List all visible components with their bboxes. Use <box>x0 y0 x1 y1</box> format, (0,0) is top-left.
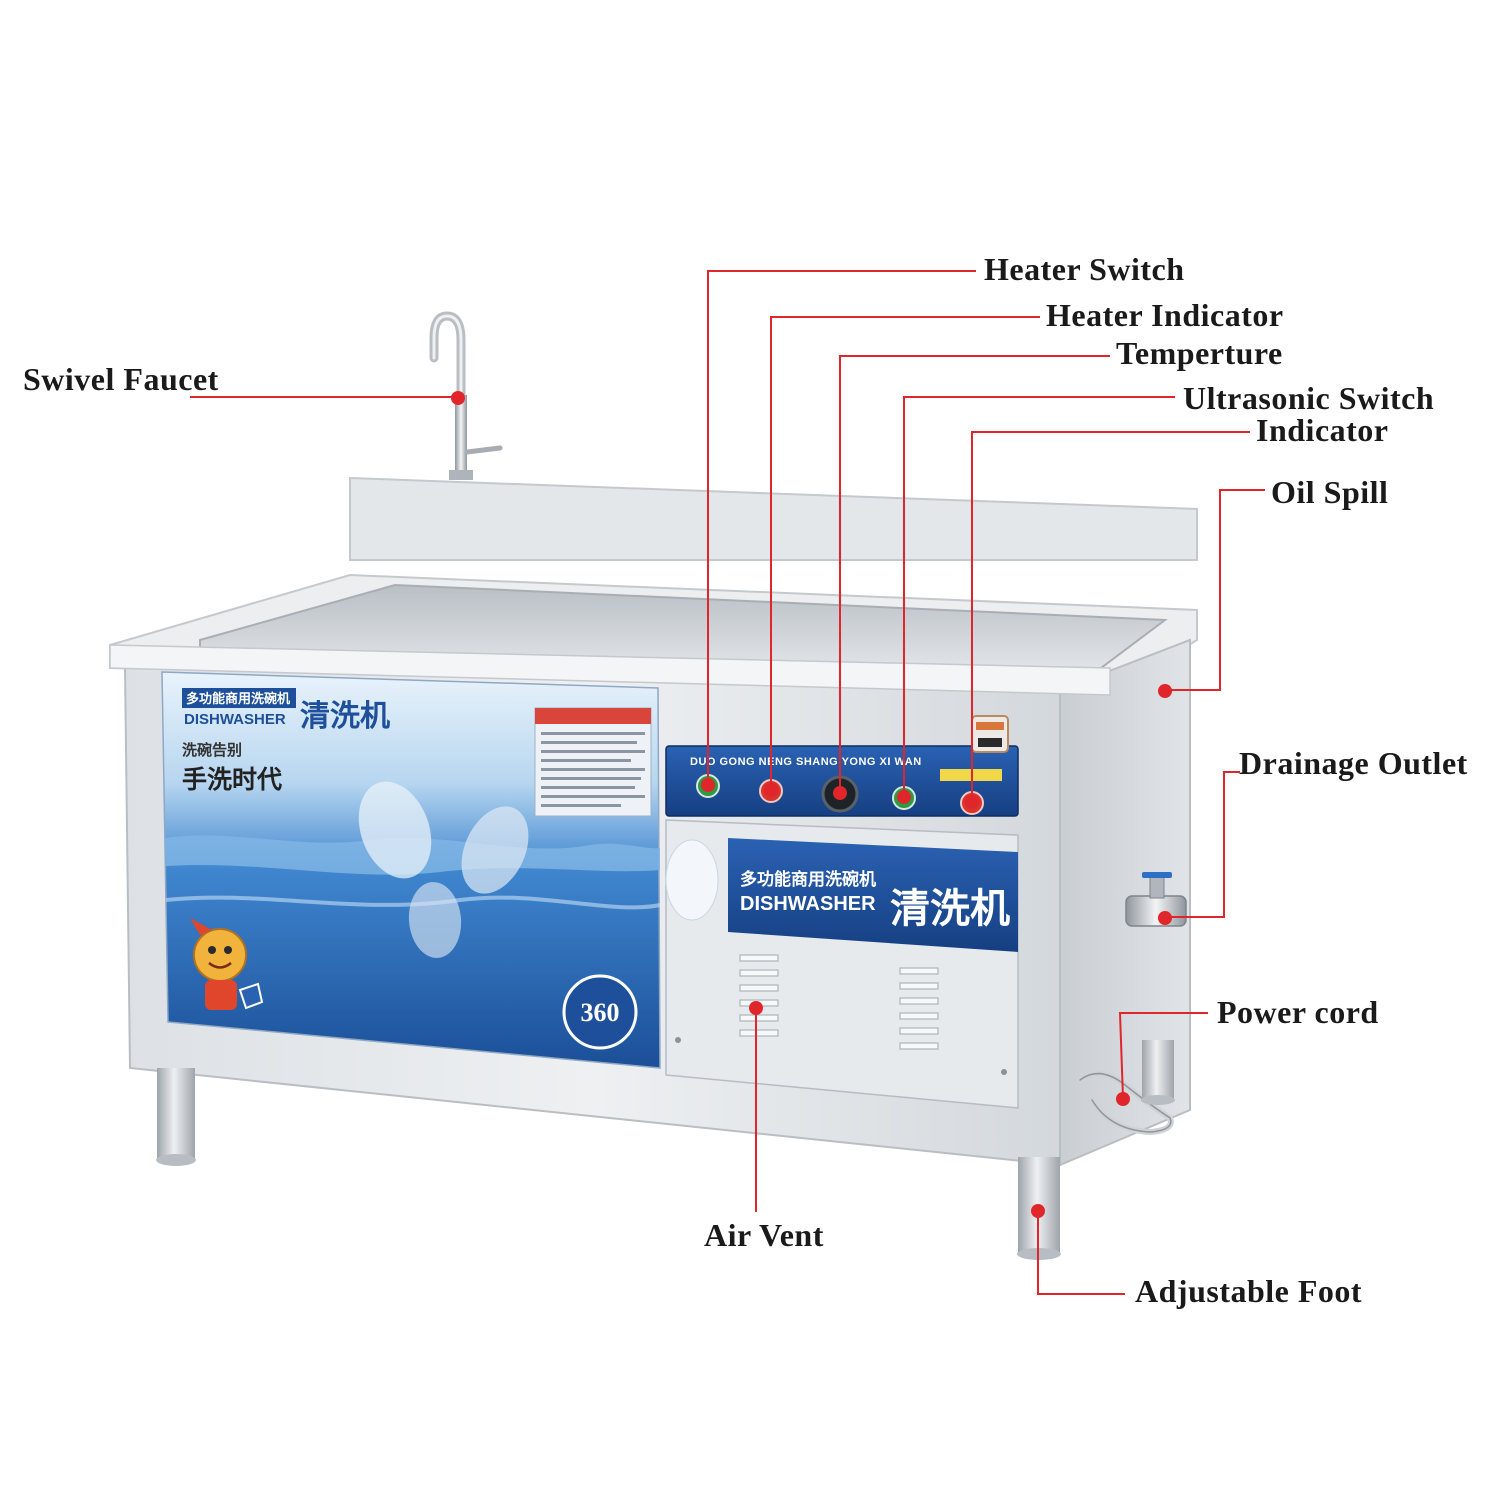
badge-360: 360 <box>562 974 638 1050</box>
callout-line-heater-switch <box>707 270 976 784</box>
left-sticker: 360 多功能商用洗碗机 DISHWASHER 清洗机 洗碗告别 手洗时代 <box>161 671 661 1069</box>
callout-dot-heater-switch <box>701 778 715 792</box>
sticker-cn-small: 多功能商用洗碗机 <box>186 691 290 707</box>
mascot-icon <box>190 918 264 1010</box>
callout-line-heater-indicator <box>770 316 1040 789</box>
leg-back-right <box>1142 1040 1174 1100</box>
callout-line-oil-spill <box>1165 489 1265 691</box>
panel-pinyin: DUO GONG NENG SHANG YONG XI WAN <box>690 756 922 768</box>
callout-dot-air-vent <box>749 1001 763 1015</box>
callout-dot-heater-indicator <box>764 783 778 797</box>
label-oil-spill: Oil Spill <box>1271 474 1389 510</box>
callout-line-adjustable-foot <box>1037 1212 1125 1295</box>
callout-dot-adjustable-foot <box>1031 1204 1045 1218</box>
label-drainage-outlet: Drainage Outlet <box>1239 745 1468 781</box>
label-temperature: Temperture <box>1116 335 1283 371</box>
callout-dot-indicator <box>965 795 979 809</box>
door-en: DISHWASHER <box>740 893 876 915</box>
label-ultrasonic-switch: Ultrasonic Switch <box>1183 380 1435 416</box>
door-cn-small: 多功能商用洗碗机 <box>740 869 876 890</box>
front-lip <box>109 644 1111 696</box>
badge-360-text: 360 <box>581 998 620 1027</box>
swivel-faucet <box>429 311 503 480</box>
sticker-slogan-big: 手洗时代 <box>182 765 282 794</box>
callout-dot-oil-spill <box>1158 684 1172 698</box>
label-air-vent: Air Vent <box>704 1217 824 1253</box>
callout-lines <box>190 270 1265 1295</box>
sticker-slogan-small: 洗碗告别 <box>182 741 242 759</box>
callout-dot-drainage-outlet <box>1158 911 1172 925</box>
label-indicator: Indicator <box>1256 412 1389 448</box>
callout-line-ultrasonic-switch <box>903 396 1175 796</box>
callout-line-temperature <box>839 355 1110 792</box>
callout-dot-swivel-faucet <box>451 391 465 405</box>
label-heater-indicator: Heater Indicator <box>1046 297 1284 333</box>
door-cn-big: 清洗机 <box>890 886 1010 932</box>
sticker-cn-big: 清洗机 <box>300 699 390 734</box>
callout-dot-power-cord <box>1116 1092 1130 1106</box>
power-cord-cable <box>1077 1070 1174 1136</box>
door: 多功能商用洗碗机 DISHWASHER 清洗机 <box>665 819 1019 1109</box>
label-swivel-faucet: Swivel Faucet <box>23 361 219 397</box>
callout-line-power-cord <box>1118 1012 1208 1099</box>
callout-line-indicator <box>971 431 1250 801</box>
backsplash <box>349 476 1198 561</box>
door-banner <box>728 838 1018 952</box>
callout-line-drainage-outlet <box>1165 771 1240 918</box>
label-heater-switch: Heater Switch <box>984 251 1185 287</box>
label-adjustable-foot: Adjustable Foot <box>1135 1273 1363 1309</box>
leg-front-left <box>157 1068 195 1160</box>
callout-dots <box>451 391 1172 1218</box>
sticker-en: DISHWASHER <box>184 711 286 728</box>
callout-dot-temperature <box>833 786 847 800</box>
label-power-cord: Power cord <box>1217 994 1379 1030</box>
callout-dot-ultrasonic-switch <box>897 790 911 804</box>
